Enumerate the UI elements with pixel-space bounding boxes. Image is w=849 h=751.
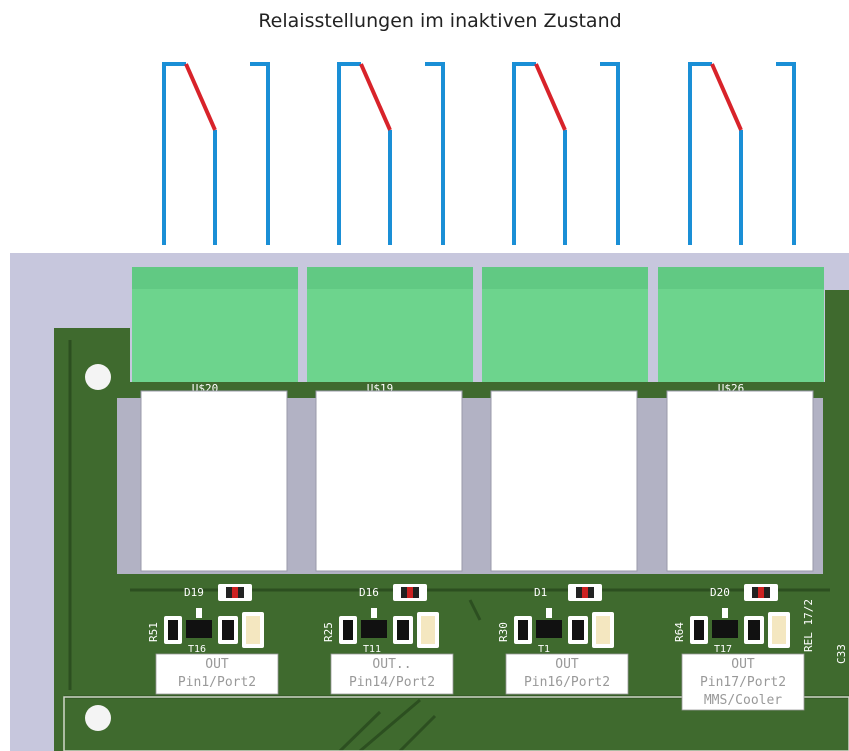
diagram-title: Relaisstellungen im inaktiven Zustand xyxy=(258,10,622,32)
relay-wire-no xyxy=(600,62,620,245)
diode-mark xyxy=(582,587,588,598)
mounting-hole xyxy=(85,364,111,390)
transistor-body xyxy=(361,620,387,638)
transistor-label: T1 xyxy=(538,644,550,655)
component xyxy=(748,620,760,640)
output-label-box xyxy=(505,653,629,695)
relay-wire-no xyxy=(250,62,270,245)
transistor-pin xyxy=(722,608,728,618)
resistor-label: R51 xyxy=(147,622,160,642)
diode-mark xyxy=(407,587,413,598)
capacitor-body xyxy=(772,616,786,644)
diode-label: D1 xyxy=(534,586,547,599)
out-label: OUT xyxy=(555,657,579,672)
resistor-label: R30 xyxy=(497,622,510,642)
transistor-pin xyxy=(196,608,202,618)
relay-wire-common xyxy=(337,62,361,245)
resistor-label: R64 xyxy=(673,622,686,642)
capacitor-body xyxy=(246,616,260,644)
out-label: OUT xyxy=(731,657,755,672)
relay-wire-common xyxy=(512,62,536,245)
relay-body xyxy=(666,390,814,572)
relay-body xyxy=(315,390,463,572)
transistor-pin xyxy=(546,608,552,618)
transistor-pin xyxy=(371,608,377,618)
diode-label: D20 xyxy=(710,586,730,599)
transistor-body xyxy=(712,620,738,638)
component xyxy=(518,620,528,640)
relay-body xyxy=(490,390,638,572)
relay-wire-common xyxy=(688,62,712,245)
out-label: OUT.. xyxy=(372,657,411,672)
relay-wire-no xyxy=(425,62,445,245)
transistor-body xyxy=(536,620,562,638)
switch-lever xyxy=(359,63,392,131)
pin-label: Pin1/Port2 xyxy=(178,675,256,690)
pin-label: Pin16/Port2 xyxy=(524,675,610,690)
capacitor-body xyxy=(421,616,435,644)
mounting-hole xyxy=(85,705,111,731)
terminal-top xyxy=(132,267,298,289)
capacitor-body xyxy=(596,616,610,644)
diode-label: D16 xyxy=(359,586,379,599)
transistor-label: T11 xyxy=(363,644,381,655)
switch-lever xyxy=(534,63,567,131)
relay-body xyxy=(140,390,288,572)
output-label-box xyxy=(681,653,805,711)
output-label-box xyxy=(155,653,279,695)
cap-label: C33 xyxy=(835,644,848,664)
component xyxy=(222,620,234,640)
extra-label: MMS/Cooler xyxy=(704,693,782,708)
terminal-top xyxy=(658,267,824,289)
diode-mark xyxy=(232,587,238,598)
relay-wire-no xyxy=(776,62,796,245)
component xyxy=(397,620,409,640)
component xyxy=(694,620,704,640)
rel-label: REL 17/2 xyxy=(802,599,815,652)
output-label-box xyxy=(330,653,454,695)
pin-label: Pin14/Port2 xyxy=(349,675,435,690)
terminal-top xyxy=(307,267,473,289)
switch-lever xyxy=(184,63,217,131)
transistor-label: T17 xyxy=(714,644,732,655)
relay-group: U$20D19R51T16OUTPin1/Port2U$19D16R25T11O… xyxy=(117,62,848,711)
component xyxy=(572,620,584,640)
terminal-top xyxy=(482,267,648,289)
diode-mark xyxy=(758,587,764,598)
transistor-body xyxy=(186,620,212,638)
component xyxy=(168,620,178,640)
pin-label: Pin17/Port2 xyxy=(700,675,786,690)
out-label: OUT xyxy=(205,657,229,672)
switch-lever xyxy=(710,63,743,131)
board-outline xyxy=(63,696,849,751)
component xyxy=(343,620,353,640)
resistor-label: R25 xyxy=(322,622,335,642)
diode-label: D19 xyxy=(184,586,204,599)
relay-wire-common xyxy=(162,62,186,245)
transistor-label: T16 xyxy=(188,644,206,655)
